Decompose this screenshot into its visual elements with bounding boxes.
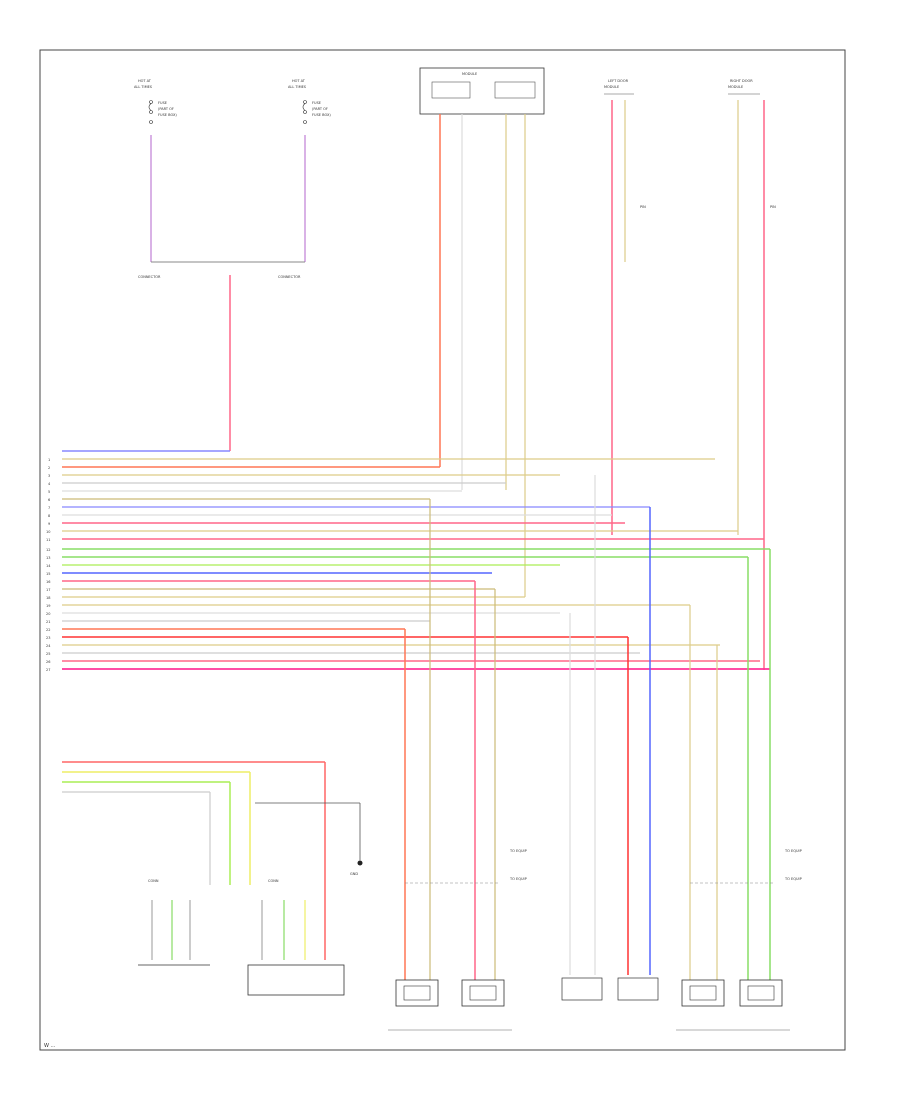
svg-text:15: 15 <box>46 572 50 576</box>
diagram-frame <box>39 49 846 1051</box>
svg-text:19: 19 <box>46 604 50 608</box>
speaker-icon <box>681 979 725 1007</box>
svg-text:PIN: PIN <box>770 205 776 209</box>
svg-text:9: 9 <box>48 522 50 526</box>
speaker-icon <box>395 979 439 1007</box>
wire-bus <box>62 458 770 670</box>
svg-text:6: 6 <box>48 498 50 502</box>
svg-text:HOT AT: HOT AT <box>292 79 306 83</box>
svg-text:26: 26 <box>46 660 50 664</box>
svg-text:CONN: CONN <box>148 879 159 883</box>
svg-text:TO EQUIP: TO EQUIP <box>784 849 802 853</box>
ground-icon <box>357 860 363 866</box>
left-door-module: LEFT DOOR MODULE <box>604 79 634 95</box>
svg-text:PIN: PIN <box>640 205 646 209</box>
speaker-icon <box>617 977 659 1001</box>
svg-text:7: 7 <box>48 506 50 510</box>
svg-text:CONNECTOR: CONNECTOR <box>278 275 301 279</box>
svg-text:25: 25 <box>46 652 50 656</box>
fuse-block-left: HOT AT ALL TIMES FUSE (PART OF FUSE BOX) <box>134 79 177 124</box>
svg-text:22: 22 <box>46 628 50 632</box>
svg-text:12: 12 <box>46 548 50 552</box>
svg-text:5: 5 <box>48 490 50 494</box>
svg-text:17: 17 <box>46 588 50 592</box>
svg-text:MODULE: MODULE <box>728 85 743 89</box>
svg-text:16: 16 <box>46 580 50 584</box>
svg-text:14: 14 <box>46 564 51 568</box>
svg-text:FUSE: FUSE <box>312 101 321 105</box>
right-door-module: RIGHT DOOR MODULE <box>728 79 760 95</box>
svg-text:ALL TIMES: ALL TIMES <box>134 85 153 89</box>
svg-text:8: 8 <box>48 514 50 518</box>
svg-text:GND: GND <box>350 872 358 876</box>
svg-text:RIGHT DOOR: RIGHT DOOR <box>730 79 753 83</box>
svg-text:TO EQUIP: TO EQUIP <box>509 849 527 853</box>
svg-text:3: 3 <box>48 474 50 478</box>
svg-text:CONN: CONN <box>268 879 279 883</box>
connector-box-right: CONN <box>247 879 345 996</box>
svg-text:2: 2 <box>48 466 50 470</box>
page-code: W ... <box>44 1043 56 1049</box>
svg-text:MODULE: MODULE <box>604 85 619 89</box>
svg-text:10: 10 <box>46 530 50 534</box>
speaker-icon <box>739 979 783 1007</box>
svg-text:21: 21 <box>46 620 50 624</box>
svg-text:MODULE: MODULE <box>462 72 477 76</box>
svg-text:18: 18 <box>46 596 50 600</box>
svg-text:23: 23 <box>46 636 50 640</box>
svg-text:CONNECTOR: CONNECTOR <box>138 275 161 279</box>
svg-text:FUSE BOX): FUSE BOX) <box>158 113 177 117</box>
fuse-icon <box>302 100 307 124</box>
svg-text:(PART OF: (PART OF <box>158 107 174 111</box>
connector-box-left: CONN <box>138 879 210 966</box>
svg-text:FUSE: FUSE <box>158 101 167 105</box>
svg-text:ALL TIMES: ALL TIMES <box>288 85 307 89</box>
speaker-icon <box>561 977 603 1001</box>
svg-text:LEFT DOOR: LEFT DOOR <box>608 79 629 83</box>
fuse-block-right: HOT AT ALL TIMES FUSE (PART OF FUSE BOX) <box>288 79 331 124</box>
svg-text:HOT AT: HOT AT <box>138 79 152 83</box>
svg-text:FUSE BOX): FUSE BOX) <box>312 113 331 117</box>
svg-text:4: 4 <box>48 482 51 486</box>
svg-text:TO EQUIP: TO EQUIP <box>784 877 802 881</box>
svg-text:20: 20 <box>46 612 50 616</box>
svg-text:24: 24 <box>46 644 51 648</box>
speaker-icon <box>461 979 505 1007</box>
svg-text:13: 13 <box>46 556 50 560</box>
svg-text:27: 27 <box>46 668 50 672</box>
svg-text:1: 1 <box>48 458 50 462</box>
svg-text:TO EQUIP: TO EQUIP <box>509 877 527 881</box>
svg-text:(PART OF: (PART OF <box>312 107 328 111</box>
svg-text:11: 11 <box>46 538 50 542</box>
top-center-module: MODULE <box>419 67 545 115</box>
fuse-icon <box>148 100 153 124</box>
